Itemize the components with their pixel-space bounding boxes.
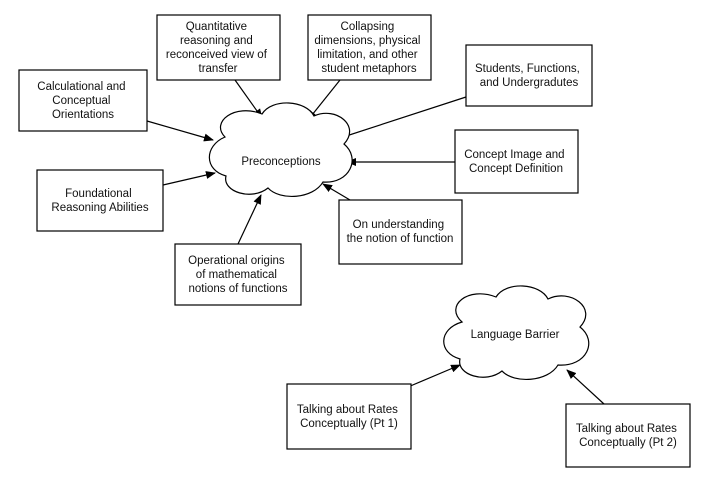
box-operational-line-1: Operational origins xyxy=(188,255,285,267)
box-collapsing-dimensions: Collapsing dimensions, physical limitati… xyxy=(307,14,432,81)
box-calculational-line-1: Calculational and xyxy=(37,81,125,93)
box-collapsing-line-4: student metaphors xyxy=(321,63,417,75)
arrow-calc-to-preconceptions xyxy=(146,120,214,142)
box-rates-pt2: Talking about Rates Conceptually (Pt 2) xyxy=(565,403,691,468)
box-collapsing-line-2: dimensions, physical xyxy=(314,35,420,47)
box-concept-image-line-2: Concept Definition xyxy=(469,163,563,175)
box-quantitative-reasoning: Quantitative reasoning and reconceived v… xyxy=(156,14,281,81)
box-foundational-line-2: Reasoning Abilities xyxy=(51,202,148,214)
box-students-line-2: and Undergradutes xyxy=(480,77,579,89)
arrow-collapsing-to-preconceptions xyxy=(307,79,341,121)
preconceptions-label: Preconceptions xyxy=(241,156,321,168)
svg-text:Calculational and Concep: Calculational and Conceptual Orientation… xyxy=(37,81,128,121)
arrow-rates2-to-language xyxy=(566,369,605,405)
svg-text:Quantitative reasoning a: Quantitative reasoning and reconceived v… xyxy=(166,21,270,75)
box-quantitative-line-3: reconceived view of xyxy=(166,49,268,61)
box-collapsing-line-3: limitation, and other xyxy=(317,49,418,61)
svg-text:Concept Image and Concep: Concept Image and Concept Definition xyxy=(464,149,568,175)
box-rates1-line-1: Talking about Rates xyxy=(297,404,398,416)
box-rates2-line-2: Conceptually (Pt 2) xyxy=(579,437,677,449)
arrow-operational-to-preconceptions xyxy=(237,194,262,245)
svg-text:Talking about Rates Conc: Talking about Rates Conceptually (Pt 2) xyxy=(576,423,680,449)
svg-text:On understanding the not: On understanding the notion of function xyxy=(347,219,454,245)
box-calculational-line-3: Orientations xyxy=(52,109,114,121)
box-understanding-function: On understanding the notion of function xyxy=(338,199,463,265)
box-understanding-line-2: the notion of function xyxy=(347,233,454,245)
box-understanding-line-1: On understanding xyxy=(353,219,444,231)
box-foundational-reasoning: Foundational Reasoning Abilities xyxy=(36,169,164,232)
language-barrier-label: Language Barrier xyxy=(471,329,560,341)
box-students-functions: Students, Functions, and Undergradutes xyxy=(465,44,593,107)
box-calculational-line-2: Conceptual xyxy=(52,95,110,107)
box-concept-image: Concept Image and Concept Definition xyxy=(454,129,579,194)
arrow-understanding-to-preconceptions xyxy=(322,183,351,201)
box-collapsing-line-1: Collapsing xyxy=(341,21,395,33)
svg-text:Foundational Reasoning A: Foundational Reasoning Abilities xyxy=(51,188,148,214)
svg-text:Students, Functions, and: Students, Functions, and Undergradutes xyxy=(475,63,583,89)
arrow-students-to-preconceptions xyxy=(336,96,467,141)
box-rates2-line-1: Talking about Rates xyxy=(576,423,677,435)
box-rates1-line-2: Conceptually (Pt 1) xyxy=(300,418,398,430)
svg-text:Talking about Rates Conc: Talking about Rates Conceptually (Pt 1) xyxy=(297,404,401,430)
svg-text:Operational origins of m: Operational origins of mathematical noti… xyxy=(188,255,288,295)
box-operational-line-2: of mathematical xyxy=(196,269,277,281)
box-rates-pt1: Talking about Rates Conceptually (Pt 1) xyxy=(286,383,412,450)
box-quantitative-line-2: reasoning and xyxy=(180,35,253,47)
box-calculational-orientations: Calculational and Conceptual Orientation… xyxy=(18,69,148,132)
preconceptions-cloud: Preconceptions xyxy=(208,102,353,198)
box-quantitative-line-4: transfer xyxy=(199,63,238,75)
box-concept-image-line-1: Concept Image and xyxy=(464,149,564,161)
box-quantitative-line-1: Quantitative xyxy=(186,21,247,33)
arrow-rates1-to-language xyxy=(407,364,461,388)
svg-text:Collapsing dimensions, p: Collapsing dimensions, physical limitati… xyxy=(314,21,423,75)
arrow-quant-to-preconceptions xyxy=(234,79,263,119)
arrow-foundational-to-preconceptions xyxy=(162,171,216,186)
language-barrier-cloud: Language Barrier xyxy=(443,285,590,381)
box-operational-origins: Operational origins of mathematical noti… xyxy=(174,243,302,306)
box-operational-line-3: notions of functions xyxy=(188,283,287,295)
box-foundational-line-1: Foundational xyxy=(65,188,132,200)
box-students-line-1: Students, Functions, xyxy=(475,63,580,75)
